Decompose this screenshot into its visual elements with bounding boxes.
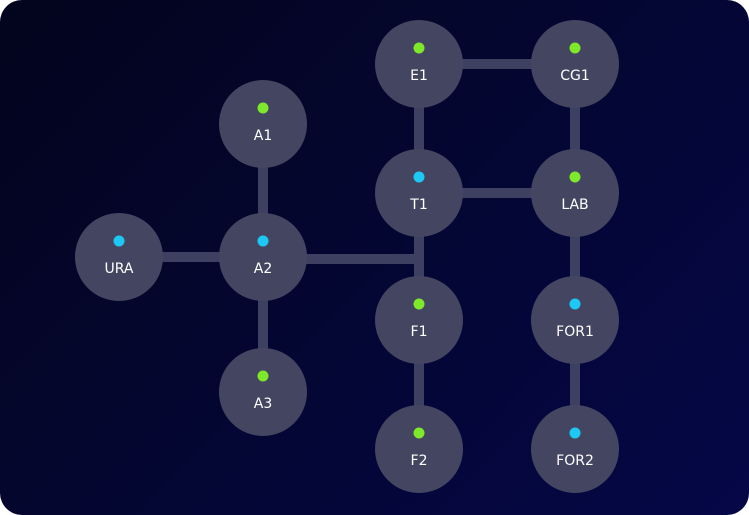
status-dot-icon — [569, 171, 581, 183]
node-label: T1 — [409, 197, 427, 213]
node-circle — [375, 20, 463, 108]
status-dot-icon — [413, 298, 425, 310]
node-circle — [531, 405, 619, 493]
node-label: A2 — [254, 261, 272, 277]
node-circle — [375, 149, 463, 237]
node-circle — [75, 213, 163, 301]
node-e1[interactable]: E1 — [375, 20, 463, 108]
status-dot-icon — [113, 235, 125, 247]
status-dot-icon — [257, 102, 269, 114]
node-circle — [375, 405, 463, 493]
node-label: LAB — [561, 197, 588, 213]
status-dot-icon — [413, 42, 425, 54]
node-ura[interactable]: URA — [75, 213, 163, 301]
node-circle — [531, 276, 619, 364]
node-circle — [531, 149, 619, 237]
node-label: FOR2 — [556, 453, 594, 469]
node-label: E1 — [410, 68, 428, 84]
status-dot-icon — [569, 298, 581, 310]
node-cg1[interactable]: CG1 — [531, 20, 619, 108]
node-label: F2 — [411, 453, 428, 469]
node-label: F1 — [411, 324, 428, 340]
node-label: URA — [105, 261, 134, 277]
node-lab[interactable]: LAB — [531, 149, 619, 237]
status-dot-icon — [257, 370, 269, 382]
node-label: CG1 — [560, 68, 590, 84]
status-dot-icon — [257, 235, 269, 247]
node-circle — [219, 213, 307, 301]
node-f1[interactable]: F1 — [375, 276, 463, 364]
node-label: A1 — [254, 128, 272, 144]
node-circle — [375, 276, 463, 364]
status-dot-icon — [413, 427, 425, 439]
status-dot-icon — [569, 42, 581, 54]
node-for1[interactable]: FOR1 — [531, 276, 619, 364]
node-label: A3 — [254, 396, 272, 412]
node-label: FOR1 — [556, 324, 594, 340]
node-circle — [219, 348, 307, 436]
node-a3[interactable]: A3 — [219, 348, 307, 436]
node-circle — [531, 20, 619, 108]
node-t1[interactable]: T1 — [375, 149, 463, 237]
node-a2[interactable]: A2 — [219, 213, 307, 301]
node-circle — [219, 80, 307, 168]
status-dot-icon — [413, 171, 425, 183]
node-a1[interactable]: A1 — [219, 80, 307, 168]
node-for2[interactable]: FOR2 — [531, 405, 619, 493]
edges-layer — [119, 59, 580, 449]
node-f2[interactable]: F2 — [375, 405, 463, 493]
status-dot-icon — [569, 427, 581, 439]
